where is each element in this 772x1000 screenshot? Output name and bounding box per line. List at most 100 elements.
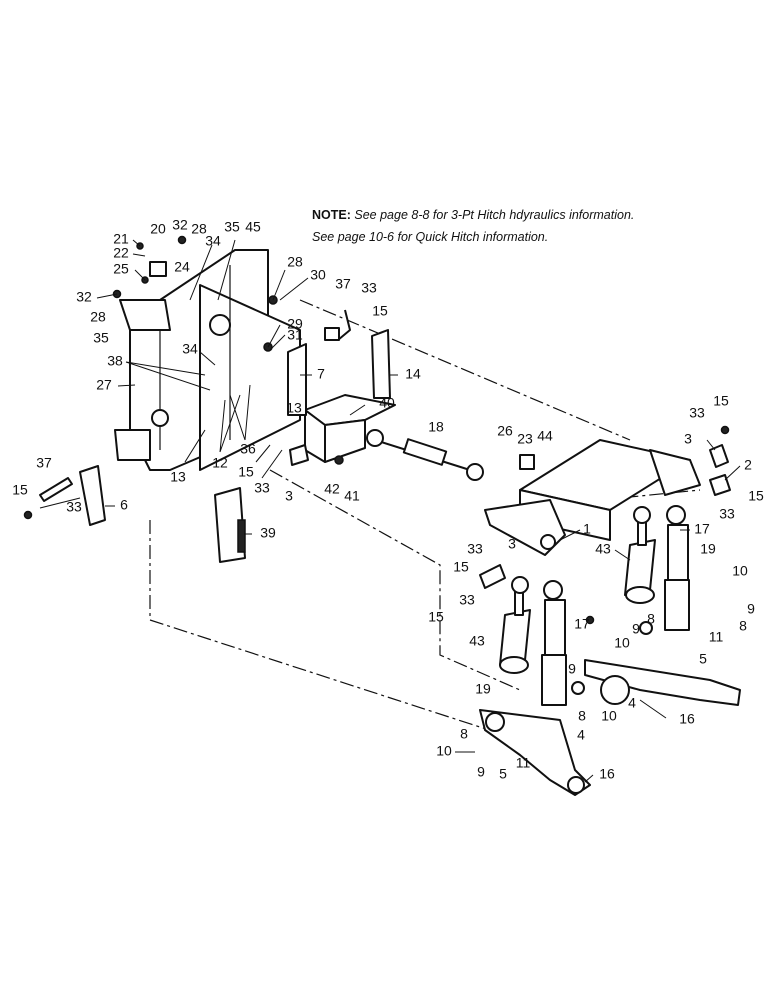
callout-13: 13: [286, 400, 302, 416]
callout-33: 33: [254, 480, 270, 496]
top-link-bracket: [119, 299, 171, 331]
callout-33: 33: [361, 280, 377, 296]
callout-40: 40: [379, 395, 395, 411]
block-33-top: [324, 327, 340, 341]
callout-30: 30: [310, 267, 326, 283]
callout-15: 15: [238, 464, 254, 480]
callout-37: 37: [36, 455, 52, 471]
callout-28: 28: [90, 309, 106, 325]
lift-rod-turnbuckle: [402, 438, 448, 466]
callout-42: 42: [324, 481, 340, 497]
callout-34: 34: [205, 233, 221, 249]
lift-link-left: [541, 580, 567, 706]
center-bracket-front: [324, 419, 366, 463]
callout-10: 10: [614, 635, 630, 651]
fasteners: [23, 235, 730, 695]
callout-17: 17: [694, 521, 710, 537]
callout-35: 35: [224, 219, 240, 235]
callout-39: 39: [260, 525, 276, 541]
dash-line-top: [299, 299, 631, 441]
lift-link-right: [664, 505, 690, 631]
dash-line-mid: [269, 469, 521, 691]
callout-11: 11: [516, 755, 531, 771]
leader-33c: [261, 449, 283, 479]
block-24: [149, 261, 167, 277]
callout-34: 34: [182, 341, 198, 357]
leader-12: [219, 394, 241, 453]
lower-bracket: [114, 429, 151, 461]
frame-ribs: [159, 265, 231, 470]
bolt-10: [585, 615, 595, 625]
callout-9: 9: [747, 601, 755, 617]
leader-38: [125, 361, 211, 391]
pin-3-right: [709, 444, 729, 468]
callout-10: 10: [601, 708, 617, 724]
callout-41: 41: [344, 488, 360, 504]
callout-3: 3: [508, 536, 516, 552]
callout-12: 12: [212, 455, 228, 471]
frame-pin-hole: [151, 409, 169, 427]
leader-36: [229, 384, 251, 441]
leader-32: [96, 293, 118, 299]
callout-15: 15: [748, 488, 764, 504]
pin-37-top: [337, 309, 351, 341]
lift-link-left-clevis: [541, 654, 567, 706]
lift-arm-pin-hole: [540, 534, 556, 550]
lower-link-left: [479, 709, 591, 796]
leader-2: [724, 465, 741, 481]
note-line-1: NOTE: See page 8-8 for 3-Pt Hitch hdyrau…: [312, 204, 732, 226]
lift-link-right-clevis: [664, 579, 690, 631]
callout-9: 9: [477, 764, 485, 780]
nut-42: [334, 455, 344, 465]
pin-3-mid: [289, 444, 309, 466]
lower-link-left-ball-end: [567, 776, 585, 794]
callout-8: 8: [460, 726, 468, 742]
cylinder-left: [499, 576, 531, 674]
callout-25: 25: [113, 261, 129, 277]
cylinder-right-clevis: [633, 506, 651, 524]
leader-1: [559, 529, 581, 541]
callout-44: 44: [537, 428, 553, 444]
frame-pivot-hole: [209, 314, 231, 336]
plate-7: [287, 343, 307, 416]
lower-link-right-ball: [600, 675, 630, 705]
dash-line-left: [149, 520, 521, 741]
callout-35: 35: [93, 330, 109, 346]
callout-16: 16: [679, 711, 695, 727]
leader-15c: [255, 444, 271, 463]
lift-link-left-eye: [543, 580, 563, 600]
leader-35: [217, 239, 236, 301]
callout-4: 4: [628, 695, 636, 711]
callout-2: 2: [744, 457, 752, 473]
leader-21: [132, 239, 141, 247]
callout-10: 10: [436, 743, 452, 759]
lower-link-left-eye: [485, 712, 505, 732]
lower-link-left-bar: [479, 709, 591, 796]
block-26: [519, 454, 535, 470]
callout-6: 6: [120, 497, 128, 513]
washer-9: [639, 621, 653, 635]
leader-16: [639, 699, 667, 719]
callout-1: 1: [583, 521, 591, 537]
note-line-1-text: See page 8-8 for 3-Pt Hitch hdyraulics i…: [354, 208, 635, 222]
callout-43: 43: [595, 541, 611, 557]
callout-33: 33: [66, 499, 82, 515]
lift-rod-eye-top: [366, 429, 384, 447]
callout-9: 9: [632, 621, 640, 637]
callout-26: 26: [497, 423, 513, 439]
guard-39-teeth: [237, 519, 246, 553]
leader-43: [614, 549, 631, 561]
callout-32: 32: [76, 289, 92, 305]
lift-link-left-tube: [544, 599, 566, 656]
callout-22: 22: [113, 245, 129, 261]
callout-15: 15: [713, 393, 729, 409]
leader-34b: [199, 351, 216, 366]
nut-32-top: [177, 235, 187, 245]
callout-16: 16: [599, 766, 615, 782]
callout-9: 9: [568, 661, 576, 677]
leader-22: [132, 253, 146, 257]
callout-11: 11: [709, 629, 724, 645]
lift-link-right-eye: [666, 505, 686, 525]
callout-45: 45: [245, 219, 261, 235]
callout-24: 24: [174, 259, 190, 275]
